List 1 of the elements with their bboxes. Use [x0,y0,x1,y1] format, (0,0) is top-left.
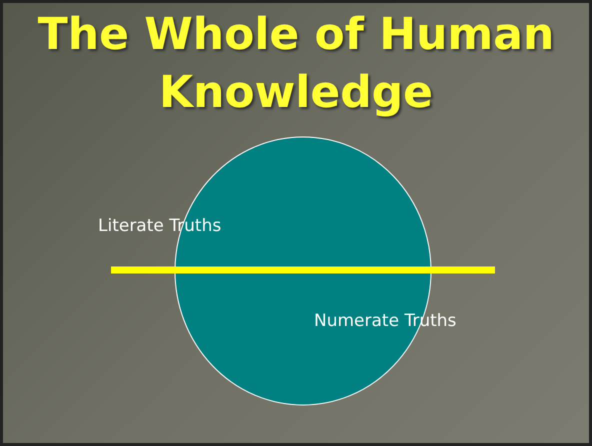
slide-title: The Whole of Human Knowledge [36,8,556,120]
